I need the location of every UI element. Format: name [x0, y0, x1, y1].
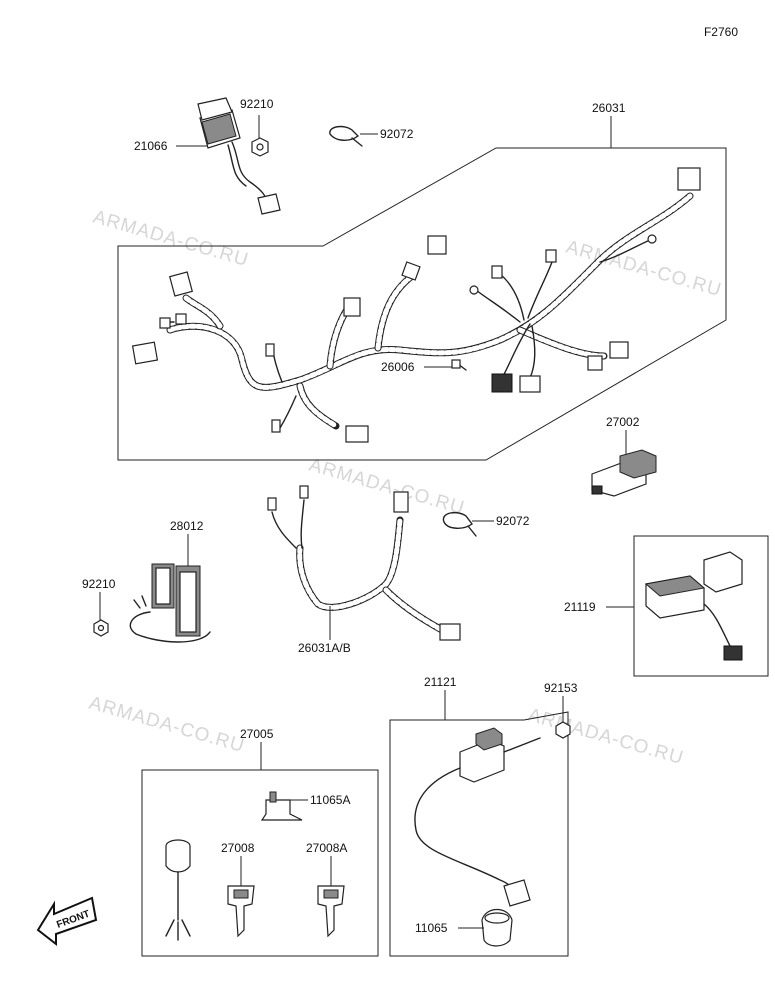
- label-27008: 27008: [221, 841, 255, 855]
- watermark-text: ARMADA-CO.RU: [87, 693, 247, 758]
- label-27005: 27005: [240, 727, 274, 741]
- figure-code: F2760: [704, 25, 738, 39]
- label-92153: 92153: [544, 681, 578, 695]
- label-26031ab: 26031A/B: [298, 641, 351, 655]
- screw-92153[interactable]: [555, 721, 571, 739]
- key-27008[interactable]: [227, 885, 255, 938]
- watermark-text: ARMADA-CO.RU: [307, 455, 467, 520]
- main-harness-26031[interactable]: [131, 167, 701, 443]
- clamp-92072-mid[interactable]: [442, 511, 477, 537]
- front-direction-arrow: FRONT: [36, 896, 98, 947]
- label-27008a: 27008A: [306, 841, 347, 855]
- label-21066: 21066: [134, 139, 168, 153]
- label-92072-top: 92072: [380, 127, 414, 141]
- watermark-text: ARMADA-CO.RU: [526, 705, 686, 770]
- frame-21121: [389, 711, 569, 957]
- regulator-21066[interactable]: [197, 97, 281, 215]
- frame-27005: [141, 769, 379, 957]
- key-27008a[interactable]: [317, 885, 345, 938]
- nut-92210-top[interactable]: [251, 137, 269, 157]
- ignition-coil-21121[interactable]: [414, 727, 541, 907]
- label-92210-top: 92210: [240, 97, 274, 111]
- clamp-92072-top[interactable]: [329, 125, 363, 147]
- label-92072-mid: 92072: [496, 514, 530, 528]
- ignition-switch[interactable]: [165, 839, 191, 941]
- label-11065: 11065: [415, 921, 448, 935]
- label-21119: 21119: [564, 600, 596, 614]
- label-26031: 26031: [592, 101, 626, 115]
- frame-21119: [633, 535, 769, 677]
- watermark-text: ARMADA-CO.RU: [91, 207, 251, 272]
- fuse-link-26006[interactable]: [451, 359, 467, 371]
- nut-92210-left[interactable]: [93, 619, 109, 637]
- relay-27002[interactable]: [591, 449, 657, 497]
- rubber-cap-11065a[interactable]: [260, 791, 303, 821]
- unit-21119[interactable]: [644, 551, 743, 661]
- label-92210-left: 92210: [82, 577, 116, 591]
- plug-cap-11065[interactable]: [481, 908, 513, 947]
- label-21121: 21121: [424, 675, 457, 689]
- label-11065a: 11065A: [310, 793, 350, 807]
- sub-harness-26031ab[interactable]: [267, 485, 461, 641]
- label-26006: 26006: [381, 360, 415, 374]
- label-28012: 28012: [170, 519, 204, 533]
- frame-26031: [117, 147, 727, 461]
- label-27002: 27002: [606, 415, 640, 429]
- unit-28012[interactable]: [129, 563, 211, 643]
